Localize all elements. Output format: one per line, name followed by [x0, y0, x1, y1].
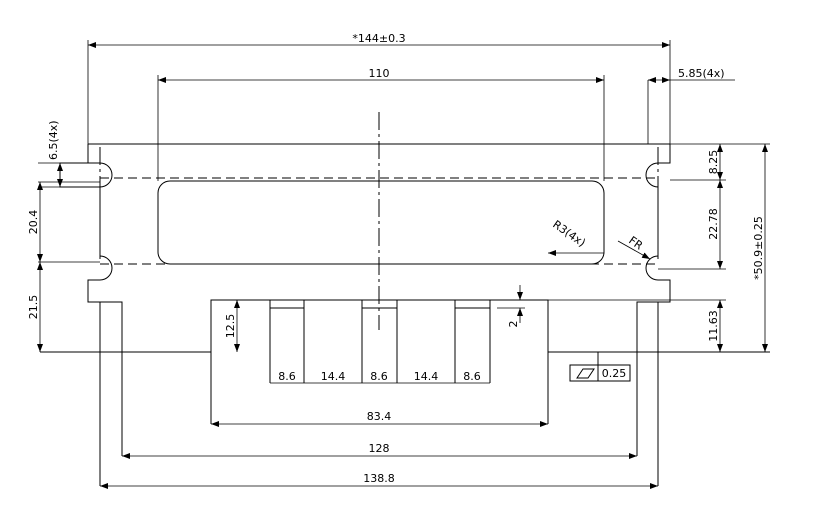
dim-seg-3: 8.6	[370, 370, 388, 383]
dim-lower-right: 11.63	[707, 310, 720, 342]
dim-fillet: FR	[626, 234, 645, 253]
dim-seg-5: 8.6	[463, 370, 481, 383]
centerlines	[99, 112, 659, 330]
dim-inner-window: 110	[369, 67, 390, 80]
extension-lines	[38, 40, 770, 309]
dimension-labels: *144±0.3 110 5.85(4x) 6.5(4x) 20.4 21.5 …	[27, 32, 765, 485]
dim-lower-left: 21.5	[27, 295, 40, 320]
dim-top-offset: 8.25	[707, 150, 720, 175]
part-outline	[40, 143, 770, 486]
dim-lower-body: 128	[369, 442, 390, 455]
flatness-value: 0.25	[602, 367, 627, 380]
dim-seg-2: 14.4	[321, 370, 346, 383]
dim-seg-1: 8.6	[278, 370, 296, 383]
flatness-parallelogram-icon	[576, 368, 595, 379]
dim-notch-depth: 2	[507, 321, 520, 328]
dim-body-width: 138.8	[363, 472, 395, 485]
dim-slot-offset: 5.85(4x)	[678, 67, 725, 80]
flatness-callout: 0.25	[569, 364, 631, 382]
dim-seg-4: 14.4	[414, 370, 439, 383]
dim-slot-width: 6.5(4x)	[47, 120, 60, 160]
dim-window-height: 22.78	[707, 208, 720, 240]
dimension-lines	[37, 42, 768, 489]
dim-step-height: 12.5	[224, 314, 237, 339]
dim-mid-span: 20.4	[27, 210, 40, 235]
dim-tab-width: 83.4	[367, 410, 392, 423]
dim-corner-radius: R3(4x)	[550, 218, 588, 250]
dim-overall-width: *144±0.3	[352, 32, 405, 45]
dim-overall-height: *50.9±0.25	[752, 216, 765, 280]
inner-window	[157, 180, 605, 265]
